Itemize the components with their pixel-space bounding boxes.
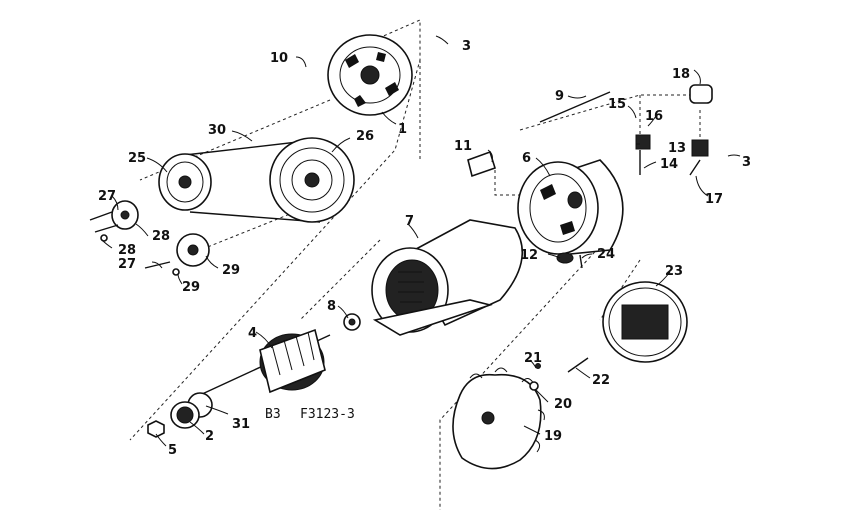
bushing-part (343, 313, 361, 331)
callout-labels: 1 2 3 3 4 5 6 7 8 9 10 11 12 13 14 15 16… (98, 39, 751, 458)
callout-25: 25 (128, 151, 146, 166)
callout-4: 4 (248, 326, 257, 341)
callout-5: 5 (168, 443, 177, 458)
small-pulley-parts (89, 200, 210, 276)
callout-13: 13 (668, 141, 686, 156)
leader-lines (101, 35, 741, 447)
callout-20: 20 (554, 397, 572, 412)
switch-components (635, 84, 713, 176)
callout-3: 3 (742, 155, 751, 170)
callout-27: 27 (98, 189, 116, 204)
small-hardware-parts (556, 252, 583, 269)
callout-10: 10 (270, 51, 288, 66)
callout-15: 15 (608, 97, 626, 112)
motor-housing-part (371, 219, 523, 336)
callout-11: 11 (454, 139, 472, 154)
pulley-belt-assembly (158, 137, 355, 223)
callout-8: 8 (327, 299, 336, 314)
callout-1: 1 (398, 122, 407, 137)
callout-29: 29 (222, 263, 240, 278)
terminal-cover-part (602, 281, 688, 363)
callout-21: 21 (524, 351, 542, 366)
callout-24: 24 (597, 247, 615, 262)
callout-31: 31 (232, 417, 250, 432)
callout-2: 2 (205, 429, 214, 444)
callout-29: 29 (182, 280, 200, 295)
callout-3: 3 (462, 39, 471, 54)
callout-26: 26 (356, 129, 374, 144)
armature-part (147, 328, 331, 438)
end-shield-part (517, 159, 624, 256)
callout-14: 14 (660, 157, 678, 172)
fan-guard-part (452, 357, 589, 470)
end-bracket-part (327, 34, 413, 116)
callout-23: 23 (665, 264, 683, 279)
callout-28: 28 (152, 229, 170, 244)
callout-9: 9 (555, 89, 564, 104)
callout-12: 12 (520, 248, 538, 263)
caption-figure-number: F3123-3 (300, 407, 355, 422)
callout-27: 27 (118, 257, 136, 272)
figure-caption: B3 F3123-3 (265, 407, 355, 422)
callout-6: 6 (522, 151, 531, 166)
callout-17: 17 (705, 192, 723, 207)
caption-code: B3 (265, 407, 281, 422)
callout-22: 22 (592, 373, 610, 388)
callout-30: 30 (208, 123, 226, 138)
callout-19: 19 (544, 429, 562, 444)
callout-18: 18 (672, 67, 690, 82)
rod-and-bracket-parts (467, 91, 611, 178)
callout-28: 28 (118, 243, 136, 258)
callout-7: 7 (405, 214, 414, 229)
callout-16: 16 (645, 109, 663, 124)
